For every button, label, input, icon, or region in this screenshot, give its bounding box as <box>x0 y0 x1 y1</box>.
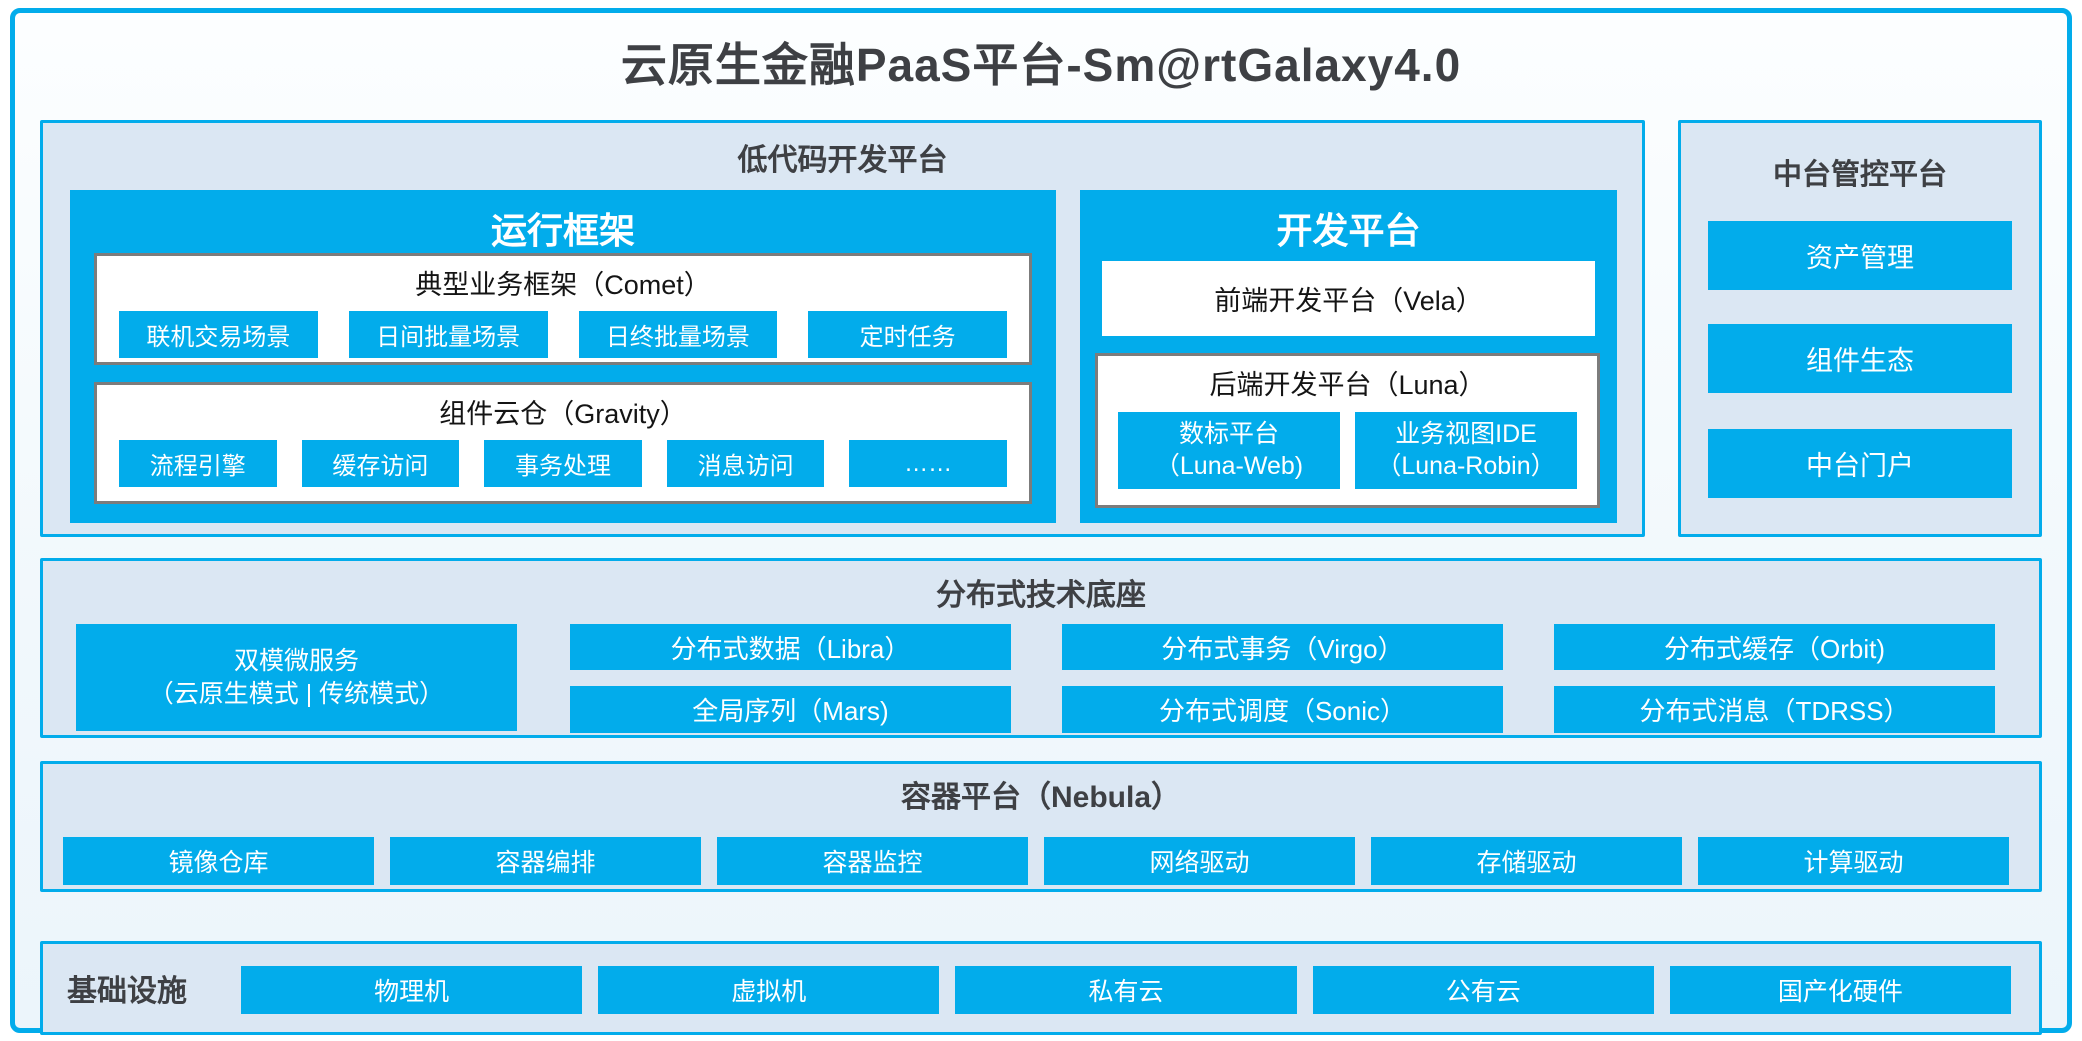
comet-title: 典型业务框架（Comet） <box>415 270 711 300</box>
tile-dual-mode-microservice: 双模微服务 （云原生模式 | 传统模式） <box>76 624 517 731</box>
tile-distributed-message-tdrss: 分布式消息（TDRSS） <box>1554 686 1995 733</box>
tile-luna-web-line2: （Luna-Web) <box>1154 451 1304 480</box>
tile-online-transaction: 联机交易场景 <box>119 311 318 358</box>
tile-container-orchestration: 容器编排 <box>390 837 701 885</box>
tile-distributed-cache-orbit: 分布式缓存（Orbit) <box>1554 624 1995 670</box>
tile-midplatform-portal: 中台门户 <box>1708 429 2012 498</box>
tile-component-ecosystem: 组件生态 <box>1708 324 2012 393</box>
tile-daytime-batch: 日间批量场景 <box>348 311 548 358</box>
tile-cache-access: 缓存访问 <box>301 440 460 487</box>
tile-luna-web-line1: 数标平台 <box>1178 420 1279 449</box>
distributed-base-title: 分布式技术底座 <box>936 579 1146 612</box>
comet-tile-row: 联机交易场景 日间批量场景 日终批量场景 定时任务 <box>97 311 1029 358</box>
tile-domestic-hardware: 国产化硬件 <box>1669 966 2012 1014</box>
mid-platform-title: 中台管控平台 <box>1772 159 1947 191</box>
page-title: 云原生金融PaaS平台-Sm@rtGalaxy4.0 <box>620 39 1462 91</box>
low-code-platform-panel: 低代码开发平台 运行框架 典型业务框架（Comet） 联机交易场景 日间批量场景… <box>40 120 1645 537</box>
luna-backend-box: 后端开发平台（Luna） 数标平台 （Luna-Web) 业务视图IDE （Lu… <box>1095 353 1600 508</box>
tile-storage-driver: 存储驱动 <box>1371 837 1682 885</box>
outer-frame: 云原生金融PaaS平台-Sm@rtGalaxy4.0 低代码开发平台 运行框架 … <box>10 8 2072 1035</box>
tile-private-cloud: 私有云 <box>955 966 1297 1014</box>
runtime-framework-panel: 运行框架 典型业务框架（Comet） 联机交易场景 日间批量场景 日终批量场景 … <box>70 190 1056 523</box>
container-platform-title: 容器平台（Nebula） <box>900 781 1182 814</box>
vela-frontend-box: 前端开发平台（Vela） <box>1102 261 1595 336</box>
tile-compute-driver: 计算驱动 <box>1698 837 2009 885</box>
luna-tile-row: 数标平台 （Luna-Web) 业务视图IDE （Luna-Robin） <box>1098 412 1597 489</box>
tile-network-driver: 网络驱动 <box>1044 837 1355 885</box>
tile-container-monitoring: 容器监控 <box>717 837 1028 885</box>
tile-message-access: 消息访问 <box>666 440 825 487</box>
infrastructure-tile-row: 物理机 虚拟机 私有云 公有云 国产化硬件 <box>241 966 2012 1014</box>
dual-mode-line1: 双模微服务 <box>233 647 359 675</box>
dual-mode-line2: （云原生模式 | 传统模式） <box>148 679 445 708</box>
tile-process-engine: 流程引擎 <box>119 440 277 487</box>
tile-image-registry: 镜像仓库 <box>63 837 374 885</box>
tile-virtual-machine: 虚拟机 <box>598 966 940 1014</box>
mid-platform-panel: 中台管控平台 资产管理 组件生态 中台门户 <box>1678 120 2042 537</box>
low-code-platform-title: 低代码开发平台 <box>737 144 948 177</box>
luna-title: 后端开发平台（Luna） <box>1209 370 1486 400</box>
infrastructure-panel: 基础设施 物理机 虚拟机 私有云 公有云 国产化硬件 <box>40 941 2042 1035</box>
tile-public-cloud: 公有云 <box>1312 966 1654 1014</box>
comet-framework-box: 典型业务框架（Comet） 联机交易场景 日间批量场景 日终批量场景 定时任务 <box>94 253 1032 365</box>
runtime-framework-title: 运行框架 <box>490 210 635 251</box>
tile-luna-web: 数标平台 （Luna-Web) <box>1118 412 1340 489</box>
tile-endofday-batch: 日终批量场景 <box>578 311 778 358</box>
container-platform-panel: 容器平台（Nebula） 镜像仓库 容器编排 容器监控 网络驱动 存储驱动 计算… <box>40 761 2042 892</box>
dev-platform-title: 开发平台 <box>1276 210 1421 251</box>
dev-platform-panel: 开发平台 前端开发平台（Vela） 后端开发平台（Luna） 数标平台 （Lun… <box>1080 190 1617 523</box>
gravity-warehouse-box: 组件云仓（Gravity） 流程引擎 缓存访问 事务处理 消息访问 …… <box>94 382 1032 504</box>
tile-physical-machine: 物理机 <box>241 966 583 1014</box>
gravity-tile-row: 流程引擎 缓存访问 事务处理 消息访问 …… <box>97 440 1029 487</box>
tile-ellipsis-more: …… <box>849 440 1007 487</box>
gravity-title: 组件云仓（Gravity） <box>439 399 687 429</box>
tile-distributed-data-libra: 分布式数据（Libra） <box>570 624 1011 670</box>
infrastructure-label: 基础设施 <box>67 975 187 1008</box>
tile-asset-management: 资产管理 <box>1708 221 2012 290</box>
tile-scheduled-task: 定时任务 <box>808 311 1007 358</box>
distributed-base-panel: 分布式技术底座 双模微服务 （云原生模式 | 传统模式） 分布式数据（Libra… <box>40 558 2042 738</box>
tile-transaction-processing: 事务处理 <box>484 440 642 487</box>
tile-distributed-transaction-virgo: 分布式事务（Virgo） <box>1062 624 1503 670</box>
container-tile-row: 镜像仓库 容器编排 容器监控 网络驱动 存储驱动 计算驱动 <box>63 837 2009 885</box>
tile-global-sequence-mars: 全局序列（Mars) <box>570 686 1011 733</box>
tile-luna-robin: 业务视图IDE （Luna-Robin） <box>1355 412 1577 489</box>
tile-luna-robin-line1: 业务视图IDE <box>1395 420 1537 449</box>
tile-luna-robin-line2: （Luna-Robin） <box>1376 451 1556 480</box>
tile-distributed-scheduling-sonic: 分布式调度（Sonic） <box>1062 686 1503 733</box>
